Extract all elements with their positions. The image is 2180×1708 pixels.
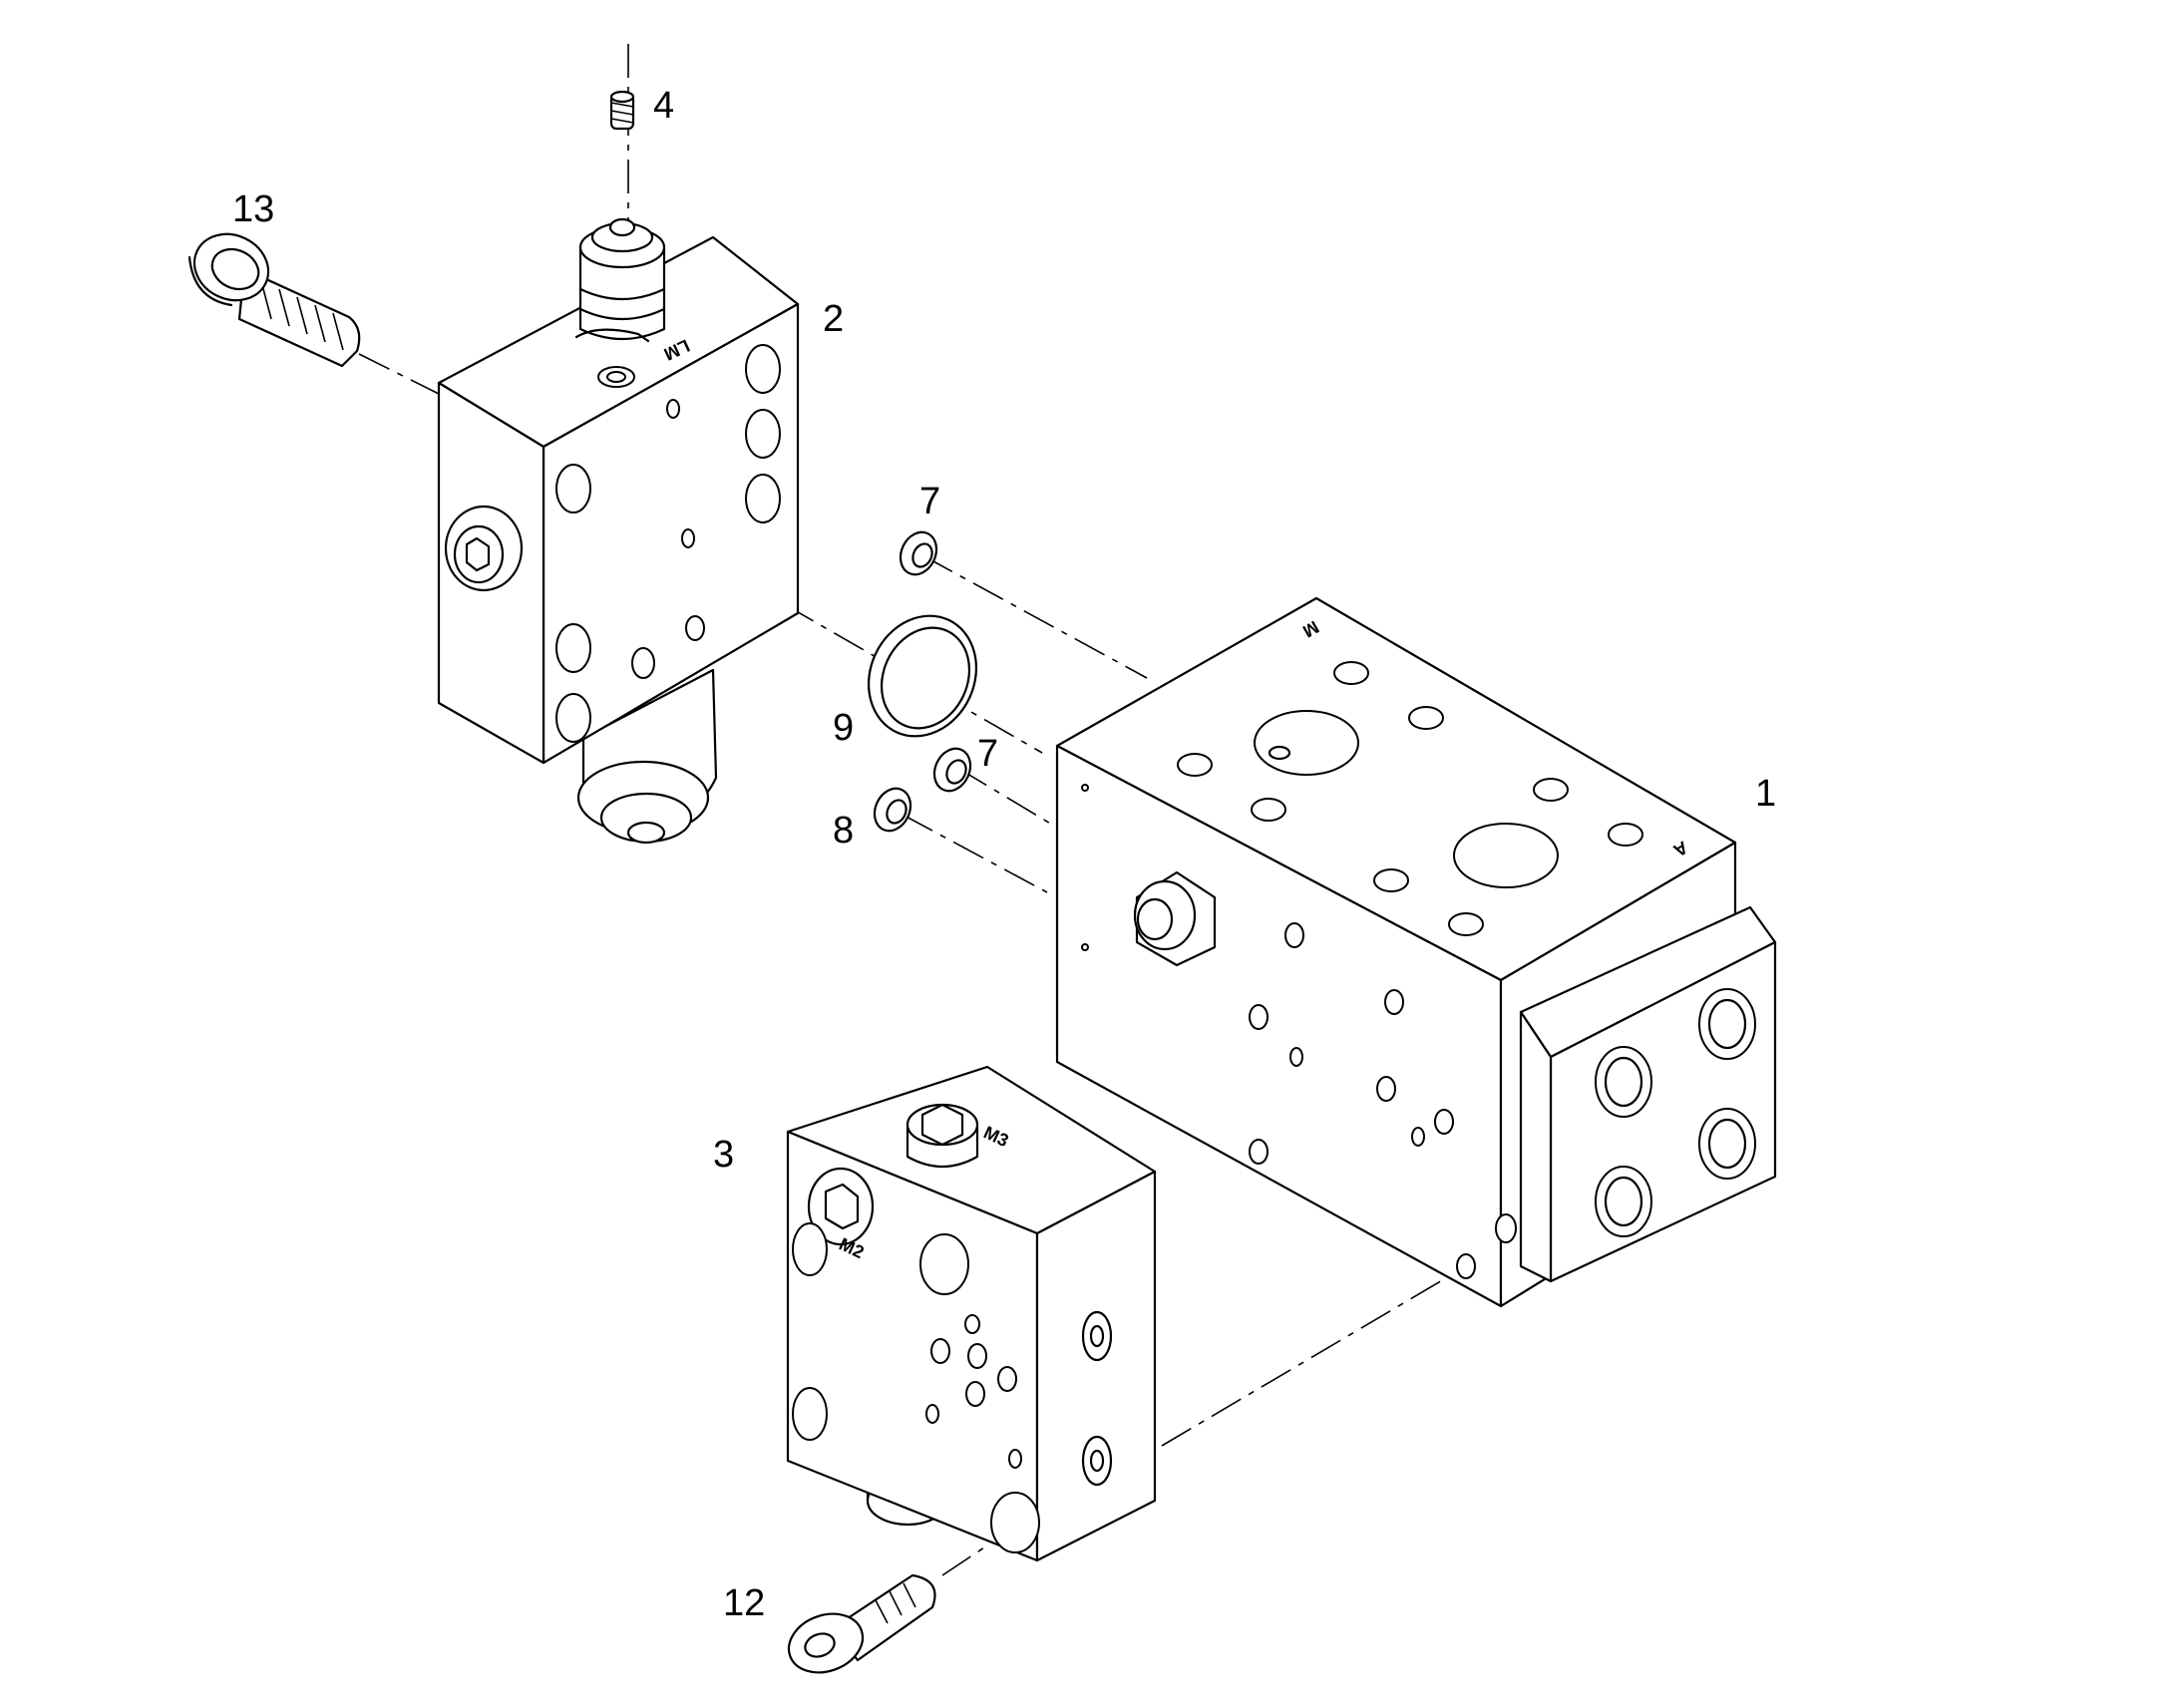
callout-3: 3: [713, 1134, 734, 1176]
callout-9: 9: [833, 707, 854, 749]
callout-1: 1: [1755, 773, 1776, 815]
part-9-seal-ring: [867, 614, 978, 738]
assembly-lines: [358, 44, 1467, 1576]
callout-7-upper: 7: [919, 481, 940, 522]
part-12-cap-screw: [787, 1573, 936, 1674]
callout-4: 4: [653, 85, 674, 127]
callout-2: 2: [823, 298, 844, 340]
part-3-valve-block: [786, 1065, 1157, 1562]
part-8-o-ring: [873, 787, 912, 833]
callout-8: 8: [833, 810, 854, 852]
part-13-cap-screw: [187, 232, 361, 368]
part-7-o-ring-upper: [899, 530, 938, 576]
part-7-o-ring-lower: [932, 747, 972, 793]
callout-12: 12: [723, 1582, 765, 1624]
part-1-manifold: [1055, 596, 1777, 1308]
part-4-set-screw: [609, 90, 635, 131]
callout-13: 13: [232, 188, 274, 230]
part-2-valve-block: [437, 217, 800, 845]
callout-7-lower: 7: [977, 733, 998, 775]
